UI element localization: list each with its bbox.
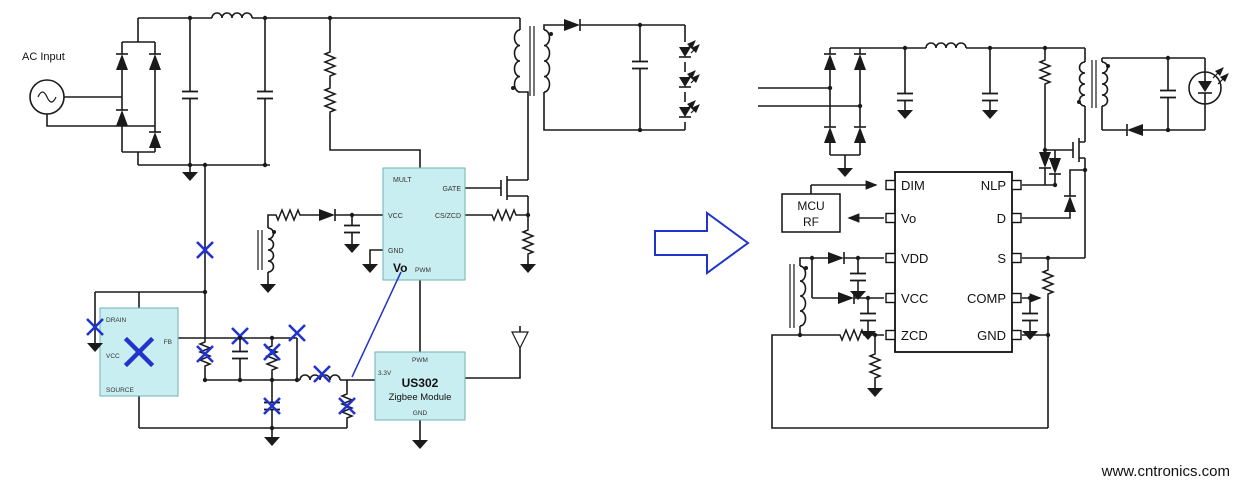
pfc-ic-body (382, 167, 466, 281)
aux-pin-vcc: VCC (106, 353, 120, 360)
zigbee-subtitle: Zigbee Module (389, 392, 452, 403)
pi-filter (181, 12, 336, 115)
mcu-block: MCU RF (781, 180, 884, 233)
ic-pin-zcd: ZCD (901, 328, 928, 343)
left-circuit: AC Input (22, 12, 699, 449)
mcu-label-line1: MCU (797, 199, 824, 213)
aux-pin-drain: DRAIN (106, 317, 127, 324)
transition-arrow-icon (654, 211, 750, 275)
ic-pin-comp: COMP (967, 291, 1006, 306)
crossed-out-network (85, 240, 402, 446)
driver-ic-block: DIM Vo VDD VCC ZCD NLP D S COMP GND (885, 171, 1022, 353)
pfc-pin-mult: MULT (393, 177, 412, 184)
pfc-pin-pwm: PWM (415, 267, 431, 274)
ic-pin-vcc: VCC (901, 291, 928, 306)
output-stage (563, 18, 699, 117)
mcu-body (781, 193, 841, 233)
driver-ic-body (894, 171, 1013, 353)
ic-pin-dim: DIM (901, 178, 925, 193)
led-icon (679, 101, 699, 117)
zigbee-pin-gnd: GND (413, 410, 428, 417)
zigbee-pin-pwm: PWM (412, 357, 428, 364)
ic-pin-nlp: NLP (981, 178, 1006, 193)
ic-pin-vdd: VDD (901, 251, 928, 266)
mcu-label-line2: RF (803, 215, 819, 229)
input-filter-right (896, 42, 1051, 119)
ac-input-label: AC Input (22, 51, 65, 63)
pfc-pin-gnd: GND (388, 248, 404, 255)
left-wires (46, 17, 686, 440)
x-mark-icon (312, 364, 332, 384)
zigbee-pin-3v3: 3.3V (378, 370, 392, 377)
ic-pin-gnd: GND (977, 328, 1006, 343)
transformer-right (1077, 61, 1110, 107)
x-mark-icon (195, 344, 215, 364)
pfc-vo-label: Vo (393, 261, 407, 275)
supply-network-right (798, 251, 883, 397)
vo-feed-line (351, 271, 402, 378)
pfc-pin-cszcd: CS/ZCD (435, 213, 461, 220)
pfc-pin-gate: GATE (442, 186, 461, 193)
ic-pin-vo: Vo (901, 211, 916, 226)
led-lamp-icon (1188, 67, 1229, 105)
right-wires (758, 47, 1206, 429)
antenna-icon (511, 331, 529, 350)
output-right (1126, 67, 1229, 137)
watermark: www.cntronics.com (1101, 463, 1230, 480)
zigbee-module-block: PWM 3.3V US302 Zigbee Module GND (374, 331, 529, 449)
aux-pin-fb: FB (164, 339, 172, 346)
mosfet-left (489, 209, 536, 273)
main-transformer (511, 28, 553, 94)
vcc-supply-network (182, 172, 378, 293)
pfc-ic-block: MULT GATE VCC CS/ZCD GND Vo PWM (382, 167, 466, 281)
right-junction-dots (797, 45, 1171, 338)
zigbee-body (374, 351, 466, 421)
x-mark-icon (337, 396, 357, 416)
aux-pin-source: SOURCE (106, 387, 134, 394)
ac-source: AC Input (22, 51, 65, 115)
led-icon (679, 71, 699, 87)
right-circuit: DIM Vo VDD VCC ZCD NLP D S COMP GND MCU … (758, 42, 1229, 429)
right-core-lines (789, 60, 1097, 328)
pfc-pin-vcc: VCC (388, 213, 403, 220)
left-junction-dots (187, 15, 643, 431)
transformer-core-lines (257, 26, 535, 270)
zigbee-name: US302 (402, 376, 439, 390)
ic-pin-d: D (997, 211, 1006, 226)
ic-pin-s: S (997, 251, 1006, 266)
led-icon (679, 41, 699, 57)
